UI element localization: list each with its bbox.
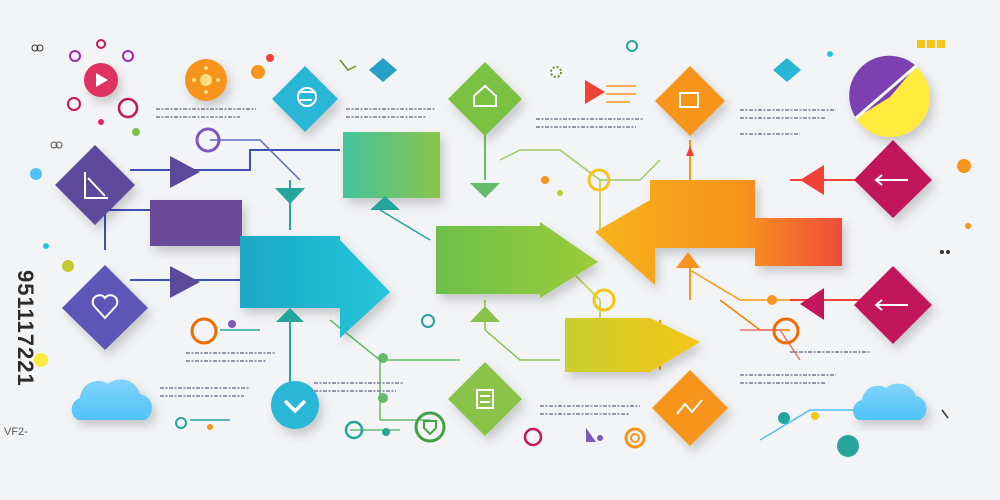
chart-icon	[297, 87, 317, 107]
list-icon	[476, 389, 494, 409]
circle-nodes	[30, 39, 971, 457]
side-watermark-text: 951117221	[13, 270, 38, 387]
play-button-circle	[84, 63, 118, 97]
diamond-small-blue-right	[773, 58, 801, 82]
diamond-home-green	[448, 62, 522, 136]
diamond-box-orange	[655, 66, 725, 136]
pie-icon	[849, 55, 916, 118]
arrow-block-yellow	[565, 318, 700, 372]
arrow-block-teal	[240, 236, 390, 338]
zigzag-icon	[676, 399, 703, 415]
diamond-teal-top	[272, 66, 338, 132]
diamond-note-purple	[55, 145, 135, 225]
shield-circle	[414, 411, 446, 443]
note-icon	[84, 172, 108, 199]
sun-circle	[185, 59, 227, 101]
home-icon	[473, 84, 497, 107]
cloud-icon-2	[853, 383, 927, 420]
diamond-list-green	[448, 362, 522, 436]
diamond-small-blue-top	[369, 58, 397, 82]
block-purple-left	[150, 200, 242, 246]
diamond-magenta-bottom	[854, 266, 932, 344]
side-code: VF2-	[4, 426, 28, 438]
diamond-heart-purple	[62, 265, 148, 350]
side-watermark: 951117221	[4, 270, 40, 470]
arrowheads	[170, 80, 824, 322]
heart-icon	[91, 294, 119, 320]
chevron-down-circle	[271, 381, 319, 429]
cloud-icon	[71, 379, 153, 420]
arrow-left-icon-2	[874, 299, 908, 311]
arrow-block-green	[436, 222, 598, 298]
sun-icon	[192, 66, 220, 94]
placeholder-text-lines	[156, 108, 870, 415]
decorative-marks	[31, 40, 950, 419]
shield-icon	[423, 420, 437, 436]
block-green-top	[343, 132, 440, 198]
arrow-left-icon	[874, 174, 908, 186]
diamond-zigzag-orange	[652, 370, 728, 446]
pie-circle	[849, 55, 930, 137]
arrow-block-orange	[595, 180, 842, 285]
box-icon	[679, 92, 699, 108]
diamond-magenta-top	[854, 140, 932, 218]
play-icon	[96, 73, 108, 87]
chevron-down-icon	[283, 399, 307, 414]
